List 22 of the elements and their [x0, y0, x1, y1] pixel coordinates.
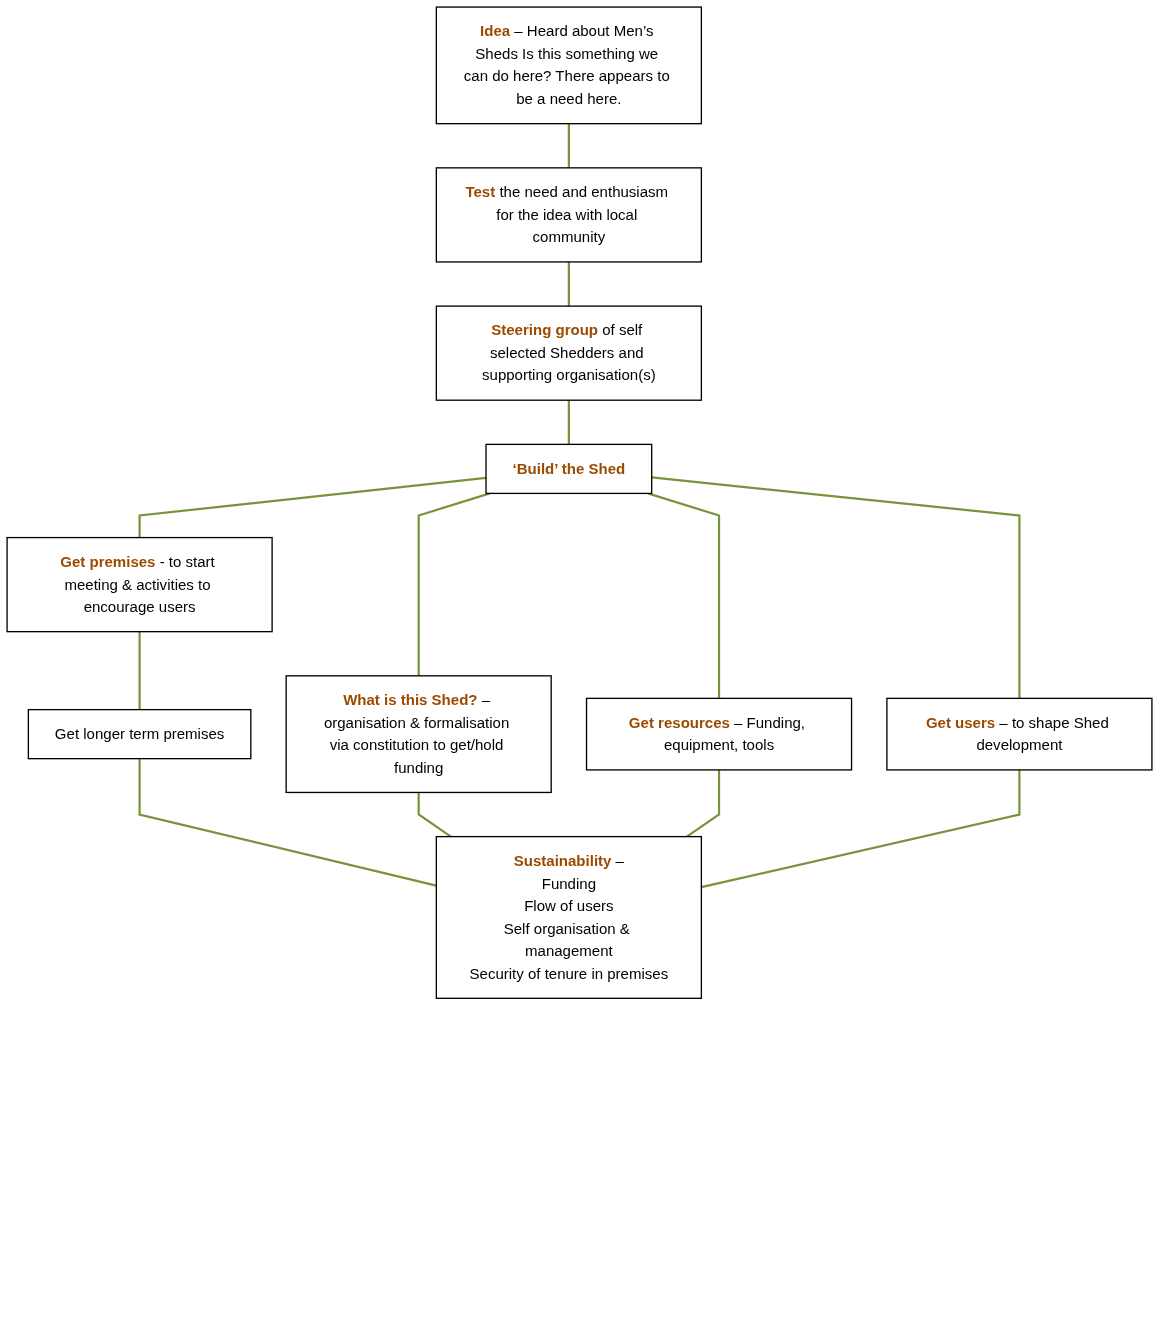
connector [567, 261, 570, 307]
node-box: Get premises - to start meeting & activities to encourage users [6, 536, 273, 633]
node-box: Idea – Heard about Men’s Sheds Is this something we can do here? There appears to be a need here. [435, 6, 703, 125]
connector [417, 792, 452, 838]
connector [138, 758, 437, 887]
node-box: Get longer term premises [27, 708, 252, 760]
connector [138, 476, 487, 538]
node-box: Get users – to shape Shed development [886, 697, 1153, 771]
node-box: Steering group of self selected Shedders and supporting organisation(s) [435, 305, 703, 401]
connector [567, 400, 570, 445]
connector [567, 123, 570, 168]
node-box: Get resources – Funding, equipment, tools [585, 697, 853, 771]
node-box: ‘Build’ the Shed [485, 443, 653, 495]
node-box: Test the need and enthusiasm for the idea with local community [435, 167, 703, 263]
connector [138, 631, 141, 710]
node-box: What is this Shed? – organisation & formalisation via constitution to get/hold funding [285, 675, 552, 794]
connector [651, 476, 1021, 699]
connector [417, 492, 491, 676]
connector [686, 769, 721, 838]
node-box: Sustainability – Funding Flow of users Self organisation & management Security of tenure in premises [435, 835, 703, 999]
connector [647, 492, 721, 699]
connector [701, 769, 1021, 889]
